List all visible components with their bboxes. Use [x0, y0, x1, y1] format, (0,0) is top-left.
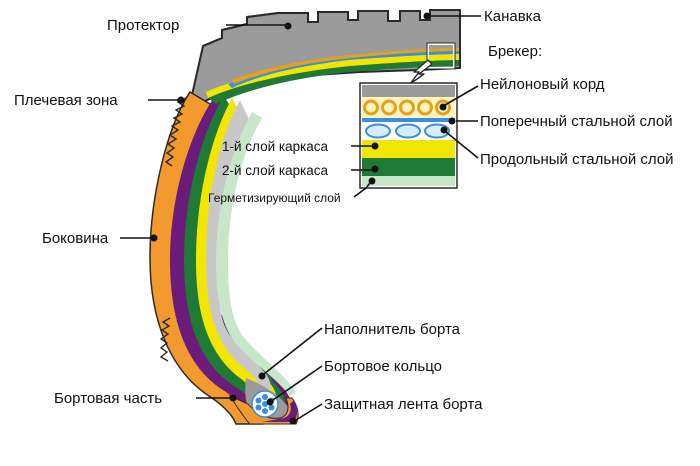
breaker-zoom-marker	[427, 43, 455, 69]
label-bead-filler: Наполнитель борта	[324, 321, 461, 338]
nylon-cord-rings	[363, 99, 451, 116]
label-shoulder: Плечевая зона	[14, 92, 118, 109]
lower-sidewall-serrations	[159, 317, 171, 362]
label-bead-ring: Бортовое кольцо	[324, 358, 442, 375]
breaker-green	[208, 60, 460, 104]
shoulder-serrations	[164, 97, 187, 167]
label-bead-area: Бортовая часть	[54, 390, 162, 407]
labels: Протектор Канавка Брекер: Плечевая зона …	[14, 8, 674, 413]
tire-body	[149, 9, 461, 425]
label-sidewall: Боковина	[42, 230, 109, 247]
label-carcass-ply-2: 2-й слой каркаса	[222, 163, 329, 178]
inner-liner-band	[216, 112, 296, 396]
leader-lines	[120, 12, 481, 425]
label-transverse-steel: Поперечный стальной слой	[480, 113, 673, 130]
bead-ring	[251, 390, 279, 418]
chafer-purple	[262, 400, 297, 422]
label-carcass-ply-1: 1-й слой каркаса	[222, 139, 329, 154]
label-tread: Протектор	[107, 17, 179, 34]
transverse-steel-ellipses	[365, 123, 450, 139]
tread-outline	[202, 9, 460, 47]
label-inner-liner: Герметизирующий слой	[208, 191, 341, 205]
label-longitudinal-steel: Продольный стальной слой	[480, 151, 674, 168]
label-groove: Канавка	[484, 8, 542, 25]
carcass-core	[206, 100, 271, 392]
zoom-arrow-icon	[409, 59, 433, 85]
label-nylon-cord: Нейлоновый корд	[480, 76, 605, 93]
label-chafer: Защитная лента борта	[324, 396, 483, 413]
label-breaker: Брекер:	[488, 43, 542, 60]
